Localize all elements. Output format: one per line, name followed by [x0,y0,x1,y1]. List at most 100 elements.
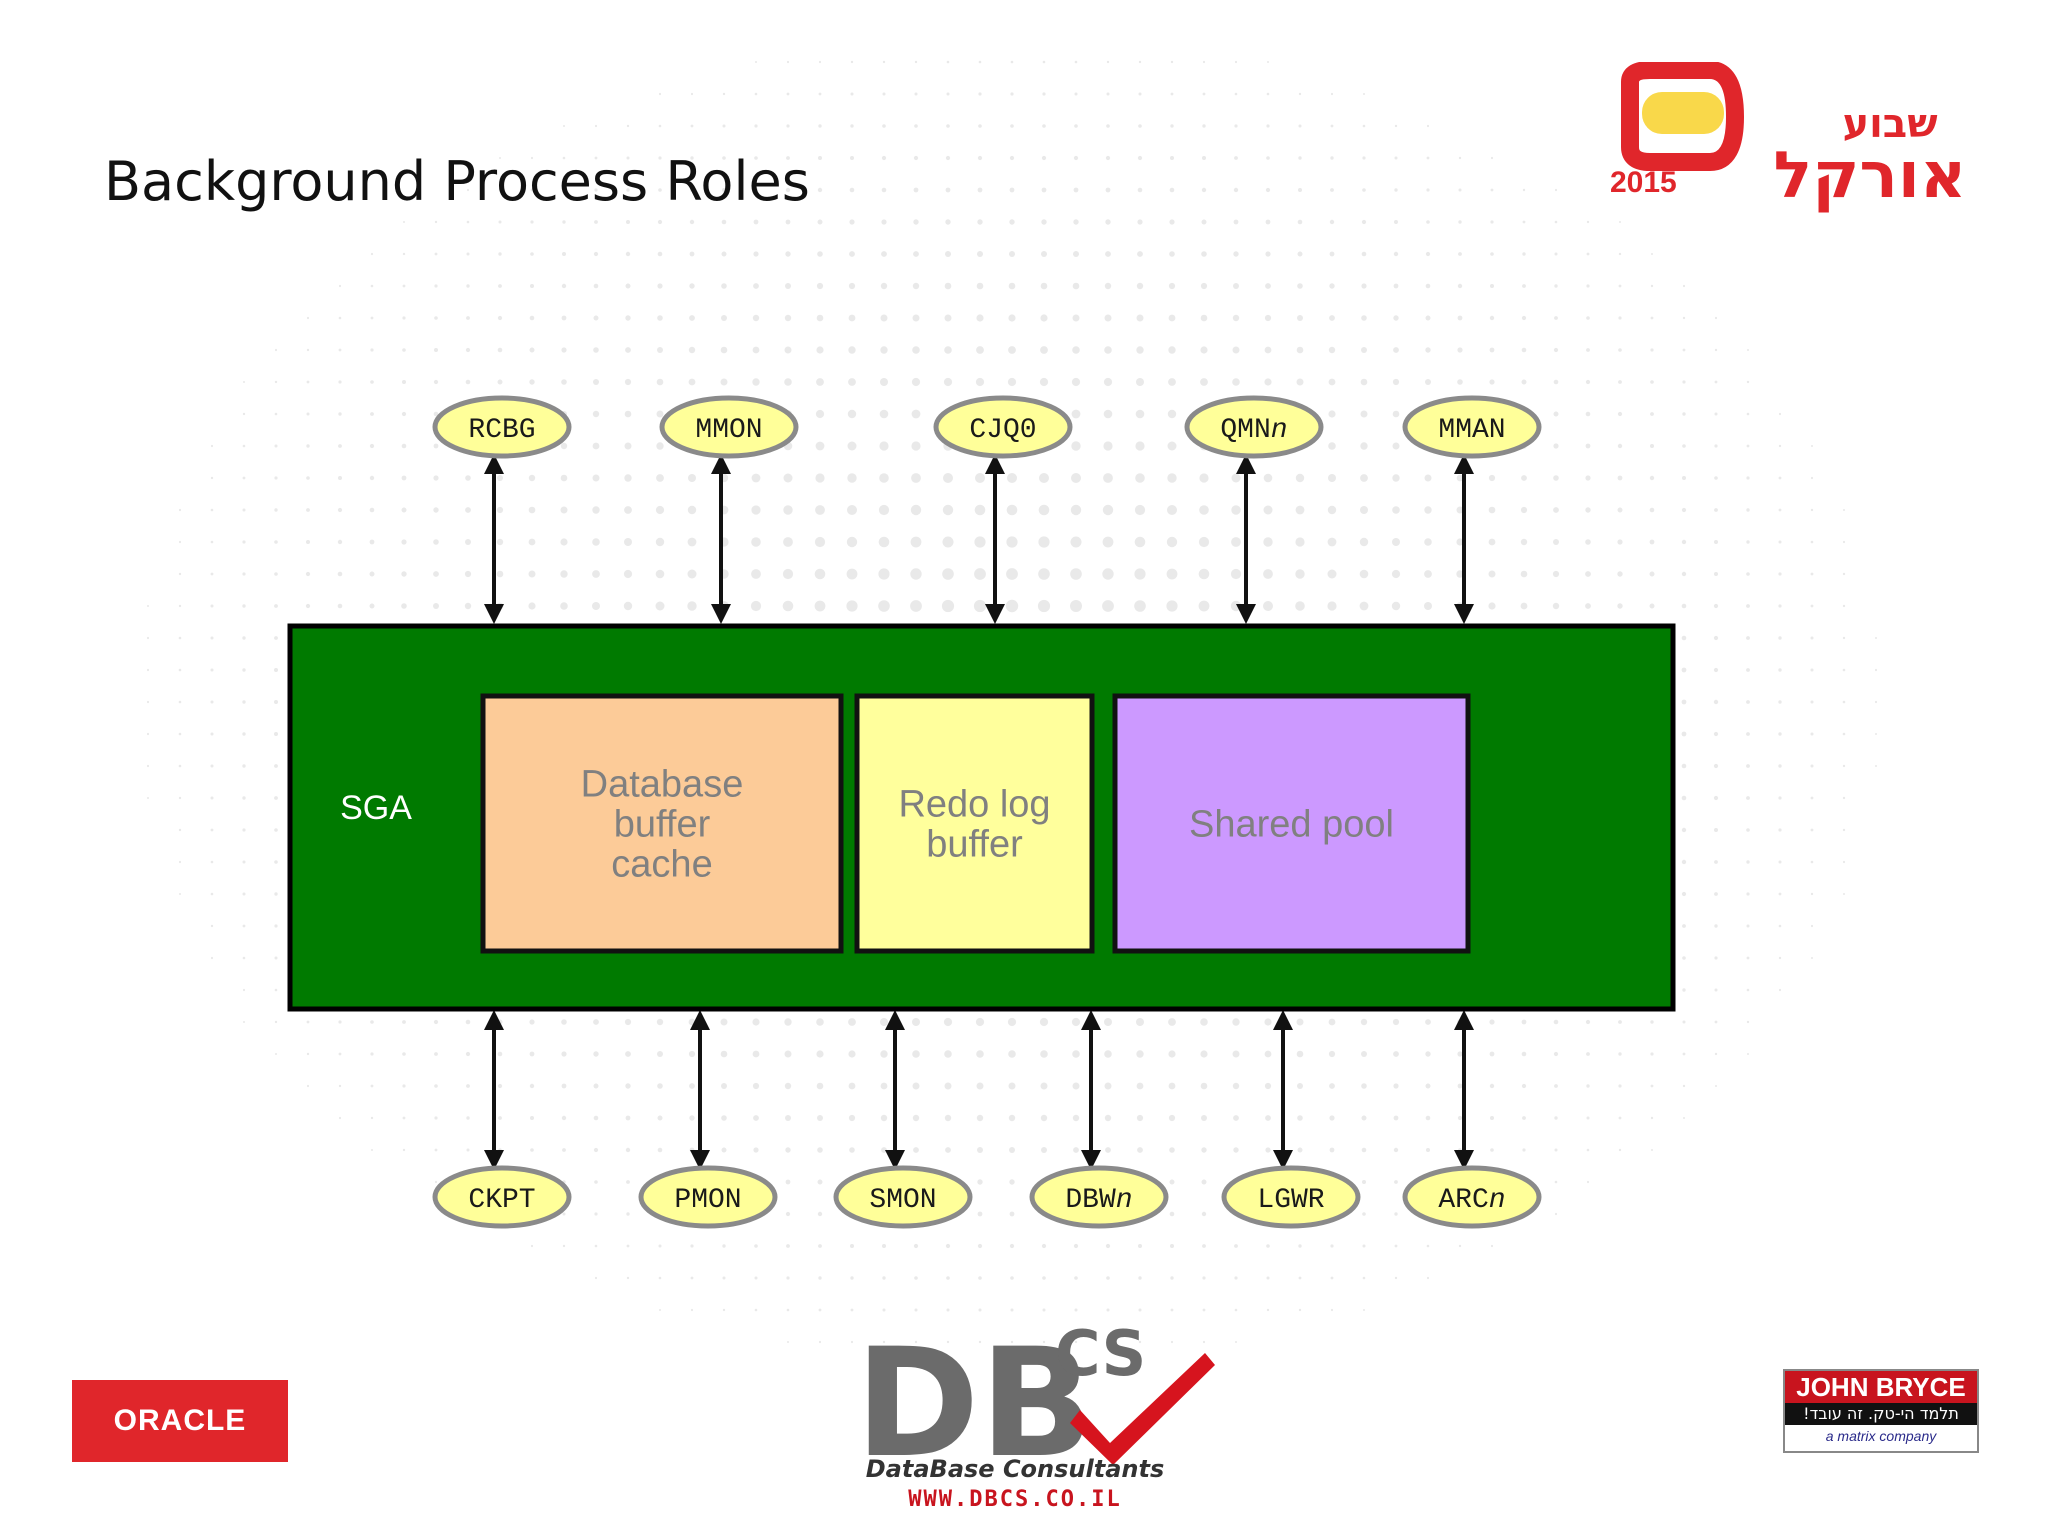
process-smon-ellipse [833,1165,973,1229]
background-dot [879,409,889,419]
background-dot [1006,568,1018,580]
background-dot [1618,1084,1622,1088]
process-arcn-label: ARCn [1438,1185,1505,1216]
background-dot [1747,349,1749,351]
background-dot [561,1019,567,1025]
background-dot [1330,92,1334,96]
background-dot [1264,1050,1272,1058]
background-dot [1681,603,1687,609]
background-dot [722,1308,726,1312]
background-dot [528,506,536,514]
background-dot [498,188,502,192]
background-dot [1619,221,1621,223]
background-dot [464,602,472,610]
background-dot [146,668,150,672]
background-dot [1106,124,1110,128]
background-dot [1842,636,1846,640]
background-dot [369,539,375,545]
background-dot [593,251,599,257]
background-dot [722,1276,726,1280]
background-dot [1329,1083,1335,1089]
background-dot [1136,1050,1144,1058]
background-dot [977,187,983,193]
background-dot [722,156,726,160]
background-dot [849,187,855,193]
background-dot [1074,124,1078,128]
background-dot [977,1243,983,1249]
background-dot [913,251,919,257]
background-dot [146,764,150,768]
background-dot [626,124,630,128]
background-dot [1554,1116,1558,1120]
background-dot [1136,1082,1144,1090]
background-dot [466,316,470,320]
background-dot [1138,1244,1142,1248]
background-dot [910,536,922,548]
background-dot [1362,1180,1366,1184]
background-dot [370,1084,374,1088]
background-dot [210,572,214,576]
background-dot [592,506,600,514]
shared-pool-label: Shared pool [1189,804,1394,846]
background-dot [1393,315,1399,321]
background-dot [1263,569,1273,579]
background-dot [593,379,599,385]
background-dot [1842,860,1846,864]
background-dot [1234,156,1238,160]
background-dot [689,219,695,225]
background-dot [1394,220,1398,224]
background-dot [657,1115,663,1121]
background-dot [815,409,825,419]
background-dot [882,1244,886,1248]
background-dot [465,1019,471,1025]
background-dot [370,348,374,352]
background-dot [912,346,920,354]
background-dot [1425,283,1431,289]
background-dot [1522,188,1526,192]
background-dot [753,219,759,225]
background-dot [1136,1114,1144,1122]
background-dot [1490,220,1494,224]
background-dot [847,473,857,483]
background-dot [850,156,854,160]
background-dot [752,1050,760,1058]
background-dot [914,1276,918,1280]
background-dot [1425,1051,1431,1057]
background-dot [658,92,662,96]
background-dot [210,476,214,480]
background-dot [782,568,794,580]
background-dot [625,1115,631,1121]
background-dot [655,537,665,547]
background-dot [1489,347,1495,353]
background-dot [1682,1052,1686,1056]
background-dot [783,505,793,515]
background-dot [529,1083,535,1089]
background-dot [242,732,246,736]
background-dot [1618,1020,1622,1024]
background-dot [1424,538,1432,546]
background-dot [1842,668,1846,672]
background-dot [1362,1276,1366,1280]
background-dot [338,1020,342,1024]
background-dot [1073,219,1079,225]
shared-pool-box [1112,693,1471,954]
background-dot [753,187,759,193]
background-dot [370,1052,374,1056]
background-dot [1327,601,1337,611]
background-dot [1200,1082,1208,1090]
background-dot [1618,284,1622,288]
background-dot [274,828,278,832]
background-dot [1554,284,1558,288]
background-dot [1714,476,1718,480]
background-dot [1746,476,1750,480]
background-dot [814,536,826,548]
background-dot [1586,1180,1590,1184]
background-dot [1073,1243,1079,1249]
background-dot [977,155,983,161]
background-dot [529,1019,535,1025]
background-dot [1073,187,1079,193]
process-ckpt-label: CKPT [468,1185,535,1216]
background-dot [1266,1308,1270,1312]
background-dot [1778,668,1782,672]
background-dot [750,600,762,612]
